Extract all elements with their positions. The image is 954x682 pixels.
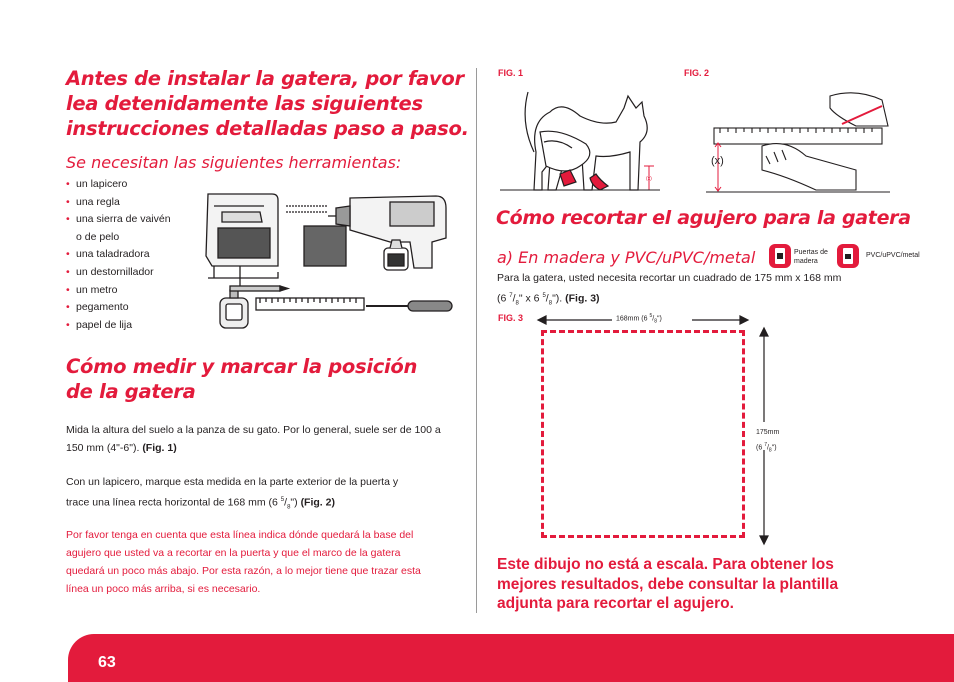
- column-divider: [476, 68, 477, 613]
- measure-paragraph-2: Con un lapicero, marque esta medida en l…: [66, 473, 476, 517]
- text-fragment: "): [656, 315, 662, 323]
- text-line: Con un lapicero, marque esta medida en l…: [66, 476, 399, 488]
- cut-title: Cómo recortar el agujero para la gatera: [496, 207, 911, 229]
- text-line: línea un poco más arriba, si es necesari…: [66, 583, 261, 595]
- sandpaper-icon: [303, 225, 347, 267]
- list-item: una regla: [66, 194, 196, 212]
- cut-paragraph: Para la gatera, usted necesita recortar …: [497, 269, 897, 313]
- x-small-label: (x): [646, 176, 652, 182]
- text-fragment: ").: [552, 292, 563, 305]
- text-line: Este dibujo no está a escala. Para obten…: [497, 556, 834, 573]
- text-fragment: " x 6: [518, 292, 540, 305]
- wood-door-icon: [769, 244, 791, 268]
- list-item: un destornillador: [66, 264, 196, 282]
- text-line: quedará un poco más abajo. Por esta razó…: [66, 565, 421, 577]
- fraction-numerator: 7: [509, 293, 513, 299]
- text-line: mejores resultados, debe consultar la pl…: [497, 575, 839, 593]
- cut-subtitle: a) En madera y PVC/uPVC/metal: [497, 248, 756, 267]
- ruler-icon: [255, 297, 365, 311]
- fraction-denominator: 8: [287, 504, 291, 511]
- figure-reference: (Fig. 1): [142, 442, 177, 454]
- fig1-label: FIG. 1: [498, 68, 524, 78]
- page-number: 63: [98, 654, 116, 671]
- label-line: Puertas de: [794, 249, 828, 256]
- drill-bits-icon: [286, 205, 328, 213]
- label-line: madera: [794, 258, 818, 265]
- tools-illustration: [205, 193, 453, 329]
- fraction-denominator: 8: [768, 447, 772, 454]
- text-line: Mida la altura del suelo a la panza de s…: [66, 424, 441, 436]
- text-fragment: (6: [497, 292, 507, 305]
- text-line: 175mm: [756, 429, 780, 436]
- pvc-door-icon: [837, 244, 859, 268]
- wood-door-label: Puertas de madera: [794, 248, 828, 266]
- text-fragment: (6: [756, 444, 763, 452]
- scale-warning: Este dibujo no está a escala. Para obten…: [497, 555, 917, 614]
- tools-heading: Se necesitan las siguientes herramientas…: [66, 153, 402, 172]
- tools-list: un lapicero una regla una sierra de vaiv…: [66, 176, 196, 334]
- measure-title-line: Cómo medir y marcar la posición: [66, 355, 418, 378]
- intro-title-line: instrucciones detalladas paso a paso.: [66, 117, 469, 140]
- text-fragment: 168mm (6: [616, 315, 648, 323]
- fig2-label: FIG. 2: [684, 68, 710, 78]
- dimension-height-label: 175mm (6 7/8"): [756, 426, 779, 458]
- drill-icon: [328, 195, 447, 269]
- measure-title-line: de la gatera: [66, 380, 196, 403]
- fraction-denominator: 8: [654, 318, 657, 325]
- list-item: un lapicero: [66, 176, 196, 194]
- list-item: papel de lija: [66, 317, 196, 335]
- fig1-cat-illustration: (x): [500, 91, 660, 191]
- fig3-label: FIG. 3: [498, 313, 524, 323]
- fraction-numerator: 7: [764, 442, 767, 448]
- fig3-dimension-arrows: [536, 313, 782, 546]
- text-line: trace una línea recta horizontal de 168 …: [66, 496, 278, 509]
- x-label: (x): [711, 155, 724, 167]
- fraction-denominator: 8: [548, 300, 553, 307]
- text-line: adjunta para recortar el agujero.: [497, 595, 734, 612]
- list-item-continuation: o de pelo: [76, 230, 120, 243]
- figure-reference: (Fig. 3): [565, 292, 600, 305]
- list-item: una taladradora: [66, 246, 196, 264]
- fig2-ruler-illustration: [706, 92, 890, 193]
- fraction-numerator: 5: [649, 313, 653, 319]
- text-line: agujero que usted va a recortar en la pu…: [66, 547, 401, 559]
- text-fragment: "): [771, 444, 777, 452]
- screwdriver-icon: [366, 300, 453, 312]
- cutout-template-outline: [541, 330, 745, 538]
- tape-measure-icon: [219, 289, 249, 329]
- text-line: 150 mm (4"-6").: [66, 442, 140, 454]
- jigsaw-icon: [205, 193, 279, 286]
- figure-reference: (Fig. 2): [300, 496, 335, 509]
- list-item: un metro: [66, 282, 196, 300]
- text-fragment: "): [290, 496, 298, 509]
- pencil-icon: [229, 285, 291, 292]
- intro-title: Antes de instalar la gatera, por favor l…: [66, 66, 476, 141]
- text-line: Para la gatera, usted necesita recortar …: [497, 272, 842, 284]
- intro-title-line: lea detenidamente las siguientes: [66, 92, 423, 115]
- measure-paragraph-1: Mida la altura del suelo a la panza de s…: [66, 421, 466, 457]
- glue-icon: [383, 239, 409, 271]
- measure-note: Por favor tenga en cuenta que esta línea…: [66, 526, 476, 598]
- pvc-door-label: PVC/uPVC/metal: [866, 252, 920, 259]
- intro-title-line: Antes de instalar la gatera, por favor: [66, 67, 464, 90]
- fraction-numerator: 5: [280, 497, 285, 503]
- fraction-numerator: 5: [542, 293, 546, 299]
- list-item: pegamento: [66, 299, 196, 317]
- footer-bar: 63: [68, 634, 954, 682]
- measure-title: Cómo medir y marcar la posición de la ga…: [66, 354, 466, 404]
- dimension-width-label: 168mm (6 5/8"): [616, 313, 662, 325]
- text-line: Por favor tenga en cuenta que esta línea…: [66, 529, 414, 541]
- fraction-denominator: 8: [515, 300, 519, 307]
- list-item: una sierra de vaivén: [66, 211, 196, 229]
